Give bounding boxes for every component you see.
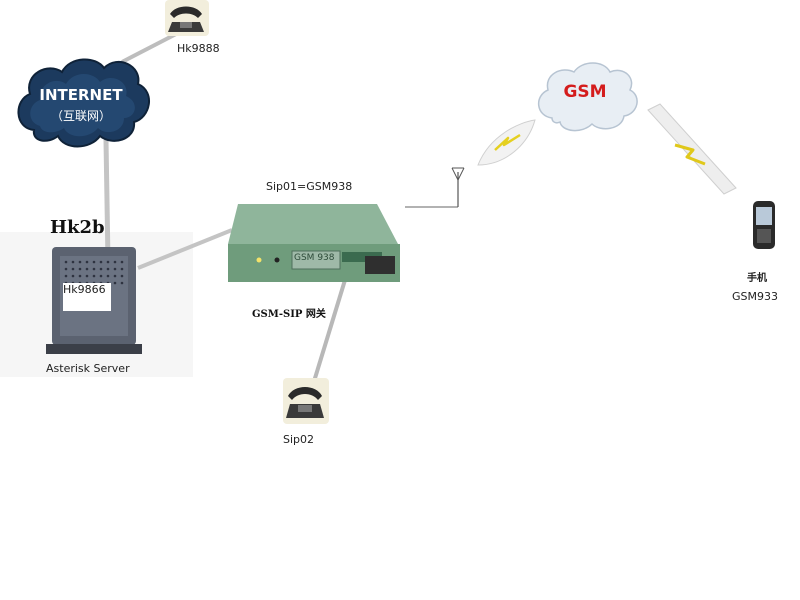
mobile-label-id: GSM933: [732, 290, 778, 303]
grille-dot: [92, 267, 96, 271]
gsm-sip-gateway-device: [228, 204, 400, 282]
grille-dot: [78, 267, 82, 271]
wireless-beam-icon: [647, 103, 737, 195]
grille-dot: [120, 267, 124, 271]
gateway-top-label: Sip01=GSM938: [266, 180, 353, 193]
grille-dot: [120, 274, 124, 278]
grille-dot: [120, 260, 124, 264]
server-name-label: Asterisk Server: [46, 362, 130, 375]
grille-dot: [106, 260, 110, 264]
grille-dot: [78, 260, 82, 264]
grille-dot: [113, 267, 117, 271]
link-gateway-phone2: [310, 279, 347, 389]
telephone-icon: [165, 0, 209, 36]
grille-dot: [92, 260, 96, 264]
grille-dot: [64, 274, 68, 278]
antenna-icon: [451, 167, 465, 207]
grille-dot: [99, 267, 103, 271]
grille-dot: [99, 260, 103, 264]
gateway-name-label: GSM-SIP 网关: [252, 309, 326, 320]
grille-dot: [64, 260, 68, 264]
hk-title: Hk2b: [50, 217, 105, 238]
link-server-gateway: [137, 228, 233, 270]
mobile-label-cn: 手机: [747, 273, 767, 284]
grille-dot: [99, 274, 103, 278]
grille-dot: [85, 260, 89, 264]
grille-dot: [64, 267, 68, 271]
gsm-cloud-label: GSM: [563, 82, 607, 102]
link-internet-server: [103, 139, 111, 263]
internet-cloud-subtitle: （互联网）: [50, 109, 111, 123]
internet-cloud-icon: [17, 58, 150, 148]
grille-dot: [113, 260, 117, 264]
wireless-signal-icon: [477, 119, 536, 166]
link-internet-phone: [121, 31, 179, 64]
mobile-phone-icon: [753, 201, 775, 249]
grille-dot: [113, 274, 117, 278]
grille-dot: [85, 274, 89, 278]
grille-dot: [106, 274, 110, 278]
phone-bottom-label: Sip02: [283, 433, 315, 446]
grille-dot: [71, 274, 75, 278]
grille-dot: [85, 267, 89, 271]
grille-dot: [71, 267, 75, 271]
gateway-lcd-text: GSM 938: [294, 253, 335, 263]
grille-dot: [78, 274, 82, 278]
internet-cloud-title: INTERNET: [39, 86, 123, 104]
grille-dot: [113, 281, 117, 285]
grille-dot: [92, 274, 96, 278]
server-id-label: Hk9866: [63, 283, 111, 311]
gsm-cloud-icon: [538, 62, 638, 132]
grille-dot: [120, 281, 124, 285]
grille-dot: [106, 267, 110, 271]
telephone-icon-2: [283, 378, 329, 424]
grille-dot: [71, 260, 75, 264]
phone-top-label: Hk9888: [177, 42, 220, 55]
